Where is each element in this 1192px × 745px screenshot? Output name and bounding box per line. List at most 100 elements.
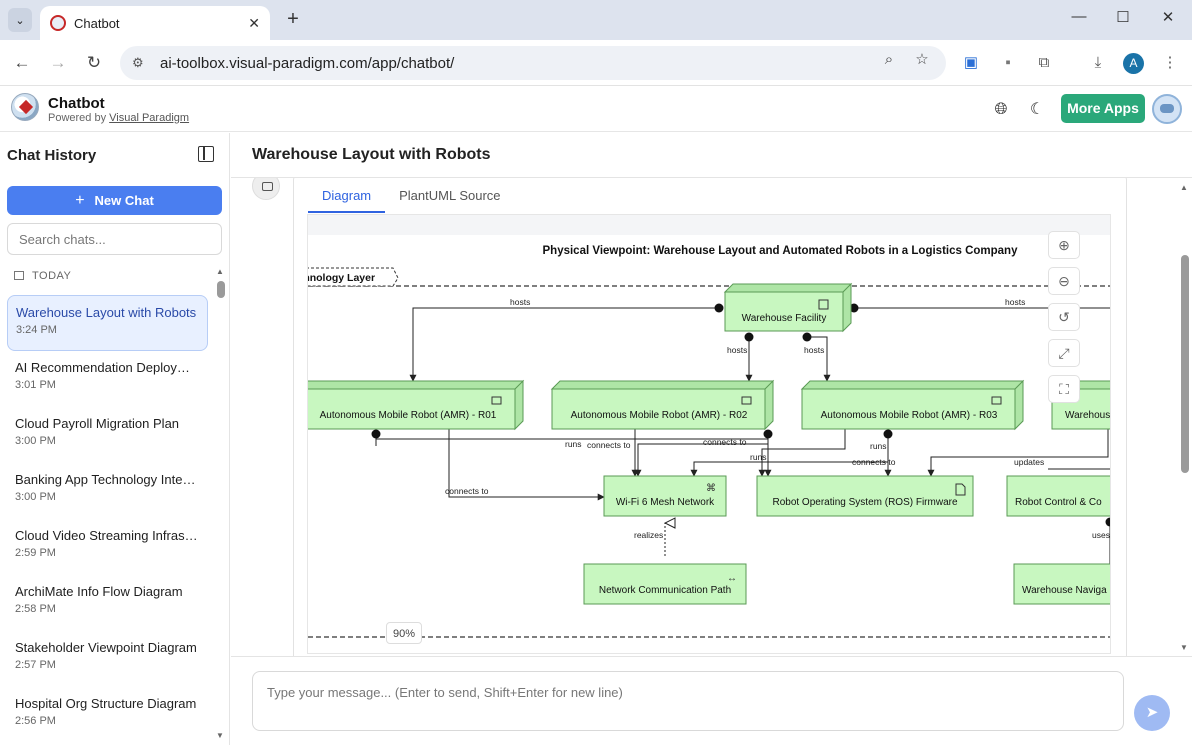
extension-chat-icon[interactable]: ▪	[1005, 54, 1011, 71]
language-globe-icon[interactable]: 🌐︎	[994, 101, 1008, 118]
app-title: Chatbot	[48, 95, 105, 112]
dot	[714, 303, 724, 313]
node-wifi-mesh[interactable]: ⌘ Wi-Fi 6 Mesh Network	[603, 475, 727, 517]
address-bar[interactable]: ⚙ ai-toolbox.visual-paradigm.com/app/cha…	[120, 46, 946, 80]
powered-prefix: Powered by	[48, 112, 107, 124]
edge-labels: hosts hosts hosts hosts runs connects to…	[445, 297, 1110, 540]
node-warehouse-facility[interactable]: Warehouse Facility	[723, 282, 853, 333]
edge-connects-r03-wifi	[690, 461, 888, 477]
zoom-icon[interactable]: ⌕	[884, 51, 894, 68]
chat-item[interactable]: Cloud Payroll Migration Plan 3:00 PM	[7, 407, 208, 463]
chat-item-title: AI Recommendation Deployment	[15, 360, 200, 375]
label-hosts: hosts	[727, 345, 747, 355]
dark-mode-moon-icon[interactable]: ☾	[1029, 101, 1045, 118]
node-warehouse-nav[interactable]: Warehouse Naviga	[1013, 563, 1111, 605]
menu-kebab-icon[interactable]: ⋮	[1162, 54, 1178, 71]
tab-diagram[interactable]: Diagram	[308, 183, 386, 213]
chat-item-time: 2:59 PM	[15, 547, 56, 559]
node-network-path[interactable]: ↔ Network Communication Path	[583, 563, 747, 605]
zoom-level-badge: 90%	[386, 622, 422, 644]
label-connects-to: connects to	[852, 457, 896, 467]
more-apps-button[interactable]: More Apps	[1061, 94, 1145, 123]
label-hosts: hosts	[804, 345, 824, 355]
bot-avatar-icon[interactable]	[1152, 94, 1182, 124]
dot	[744, 332, 754, 342]
chat-item[interactable]: Stakeholder Viewpoint Diagram 2:57 PM	[7, 631, 208, 687]
diagram-tabs: Diagram PlantUML Source	[308, 183, 515, 213]
chat-history-sidebar: Chat History +New Chat TODAY ▲ ▼ Warehou…	[0, 133, 230, 745]
edge-updates	[927, 429, 1109, 477]
send-button[interactable]: ➤	[1134, 695, 1170, 731]
site-info-icon[interactable]: ⚙	[132, 55, 144, 70]
zoom-out-icon[interactable]: ⊖	[1048, 267, 1080, 295]
node-amr-r02[interactable]: Autonomous Mobile Robot (AMR) - R02	[550, 379, 775, 431]
diagram-card: Diagram PlantUML Source Physical Viewpoi…	[293, 178, 1127, 656]
scroll-up-arrow[interactable]: ▲	[216, 267, 224, 276]
conversation-title: Warehouse Layout with Robots	[252, 146, 491, 163]
tab-search-icon[interactable]: ⌄	[8, 8, 32, 32]
chat-item[interactable]: ArchiMate Info Flow Diagram 2:58 PM	[7, 575, 208, 631]
node-robot-control[interactable]: Robot Control & Co	[1006, 475, 1111, 517]
message-input[interactable]	[252, 671, 1124, 731]
extensions-puzzle-icon[interactable]: ⧉	[1038, 54, 1050, 71]
tab-plantuml-source[interactable]: PlantUML Source	[399, 188, 501, 203]
close-window-icon[interactable]: ✕	[1161, 9, 1175, 26]
fullscreen-icon[interactable]: ⛶	[1048, 375, 1080, 403]
edge-connects-r01	[448, 429, 605, 501]
dot	[849, 303, 859, 313]
back-icon[interactable]: ←	[13, 53, 31, 72]
label-hosts: hosts	[1005, 297, 1025, 307]
reset-view-icon[interactable]: ↺	[1048, 303, 1080, 331]
node-label: Robot Control & Co	[1015, 497, 1102, 508]
node-label: Robot Operating System (ROS) Firmware	[772, 497, 957, 508]
diagram-viewport[interactable]: Physical Viewpoint: Warehouse Layout and…	[307, 214, 1111, 654]
chat-item-title: Cloud Payroll Migration Plan	[15, 416, 180, 431]
forward-icon[interactable]: →	[49, 53, 67, 72]
section-today: TODAY	[14, 270, 71, 282]
send-icon: ➤	[1145, 704, 1159, 721]
edge-hosts-r01	[409, 307, 719, 382]
powered-link[interactable]: Visual Paradigm	[109, 112, 190, 124]
chat-item[interactable]: Banking App Technology Integration 3:00 …	[7, 463, 208, 519]
minimize-icon[interactable]: —	[1071, 8, 1087, 25]
scroll-down-arrow[interactable]: ▼	[216, 731, 224, 740]
fit-to-screen-icon[interactable]: ⤢	[1048, 339, 1080, 367]
sidebar-toggle-icon[interactable]	[198, 146, 214, 162]
download-icon[interactable]: ⤓	[1094, 54, 1102, 71]
browser-toolbar: ← → ↻ ⚙ ai-toolbox.visual-paradigm.com/a…	[0, 40, 1192, 86]
label-hosts: hosts	[510, 297, 530, 307]
device-icon	[491, 396, 502, 405]
extension-icon[interactable]: ▣	[963, 54, 979, 71]
profile-avatar[interactable]: A	[1123, 53, 1144, 74]
main-scroll-up-arrow[interactable]: ▲	[1180, 183, 1188, 192]
new-tab-button[interactable]: +	[287, 8, 299, 30]
reload-icon[interactable]: ↻	[86, 53, 102, 72]
maximize-icon[interactable]: ☐	[1116, 9, 1130, 26]
browser-tab[interactable]: Chatbot ✕	[40, 6, 270, 40]
main-scrollbar[interactable]	[1181, 255, 1189, 473]
node-label: Warehouse Naviga	[1022, 585, 1107, 596]
node-icon	[818, 299, 829, 310]
chat-list: Warehouse Layout with Robots 3:24 PM AI …	[7, 295, 208, 743]
chat-item-time: 2:57 PM	[15, 659, 56, 671]
node-ros-firmware[interactable]: Robot Operating System (ROS) Firmware	[756, 475, 974, 517]
plus-icon: +	[75, 192, 85, 209]
powered-by: Powered by Visual Paradigm	[48, 112, 189, 124]
connector-dots	[371, 303, 1110, 527]
node-amr-r03[interactable]: Autonomous Mobile Robot (AMR) - R03	[800, 379, 1025, 431]
search-chats-input[interactable]	[7, 223, 222, 255]
close-tab-icon[interactable]: ✕	[248, 14, 260, 31]
label-runs: runs	[565, 439, 582, 449]
browser-tabstrip: ⌄ Chatbot ✕ + — ☐ ✕	[0, 0, 1192, 40]
chat-item[interactable]: Hospital Org Structure Diagram 2:56 PM	[7, 687, 208, 743]
bookmark-star-icon[interactable]: ☆	[915, 51, 929, 68]
chat-item[interactable]: Warehouse Layout with Robots 3:24 PM	[7, 295, 208, 351]
zoom-in-icon[interactable]: ⊕	[1048, 231, 1080, 259]
chat-item[interactable]: AI Recommendation Deployment 3:01 PM	[7, 351, 208, 407]
chat-item[interactable]: Cloud Video Streaming Infrastructure 2:5…	[7, 519, 208, 575]
label-connects-to: connects to	[703, 437, 747, 447]
sidebar-scrollbar[interactable]	[217, 281, 225, 298]
main-scroll-down-arrow[interactable]: ▼	[1180, 643, 1188, 652]
node-amr-r01[interactable]: Autonomous Mobile Robot (AMR) - R01	[308, 379, 525, 431]
new-chat-button[interactable]: +New Chat	[7, 186, 222, 215]
